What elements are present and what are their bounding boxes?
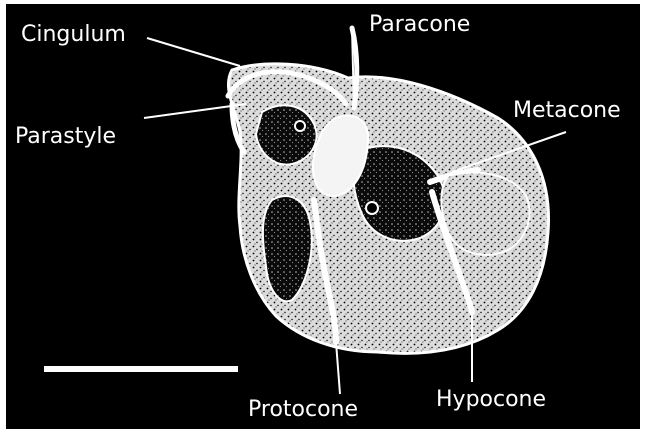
cingulum-leader — [147, 38, 240, 66]
parastyle-label: Parastyle — [15, 126, 116, 148]
scale-bar — [44, 366, 238, 372]
anterior-basin — [256, 105, 317, 164]
paracone-label: Paracone — [369, 14, 470, 36]
cingulum-label: Cingulum — [21, 24, 126, 46]
metacone-label: Metacone — [513, 100, 621, 122]
metacone-lobe — [441, 173, 529, 255]
protocone-leader — [336, 342, 340, 394]
protocone-label: Protocone — [248, 399, 358, 421]
pit — [366, 202, 378, 214]
pit — [295, 121, 305, 131]
hypocone-label: Hypocone — [436, 389, 546, 411]
